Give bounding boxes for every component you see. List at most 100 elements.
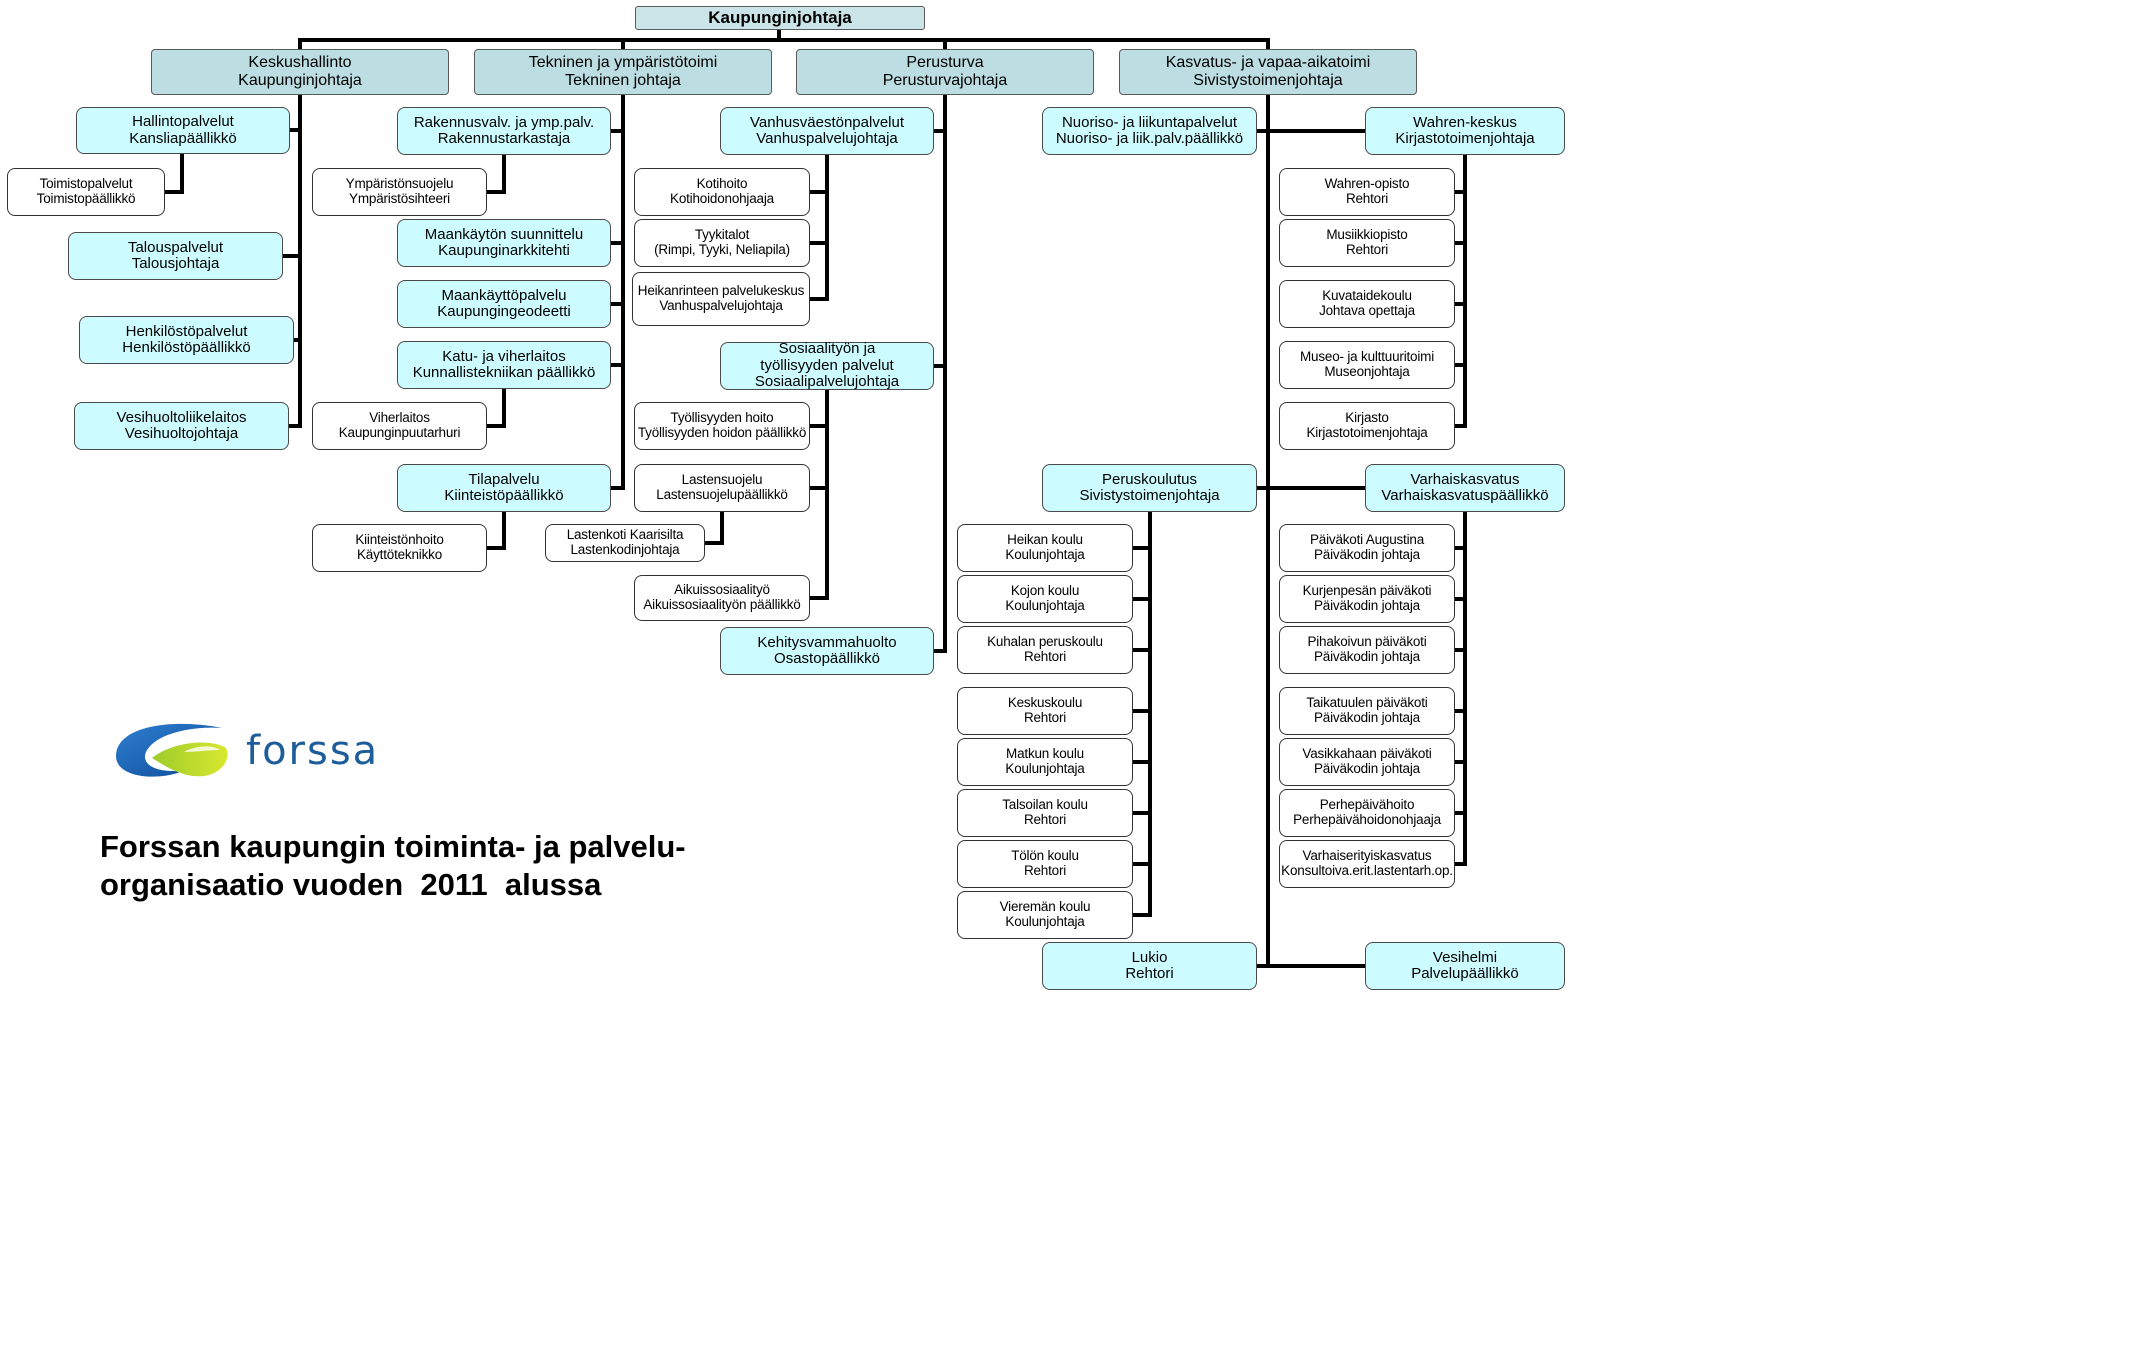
unit-role: Perhepäivähoidonohjaaja — [1293, 812, 1441, 827]
unit-role: Rehtori — [1125, 965, 1174, 982]
unit-role: Talousjohtaja — [131, 255, 220, 272]
unit-role: Rehtori — [1023, 863, 1067, 878]
unit-name: Musiikkiopisto — [1326, 227, 1408, 243]
unit-role: Ympäristösihteeri — [349, 191, 450, 206]
unit-role: Kiinteistöpäällikkö — [444, 487, 564, 504]
unit-name: Kiinteistönhoito — [355, 532, 444, 548]
unit-name: Toimistopalvelut — [39, 176, 133, 192]
unit-name: Viherlaitos — [369, 410, 430, 426]
unit-name: Nuoriso- ja liikuntapalvelut — [1061, 113, 1238, 131]
unit-role: Rehtori — [1345, 191, 1389, 206]
unit-name: Vanhusväestönpalvelut — [750, 113, 904, 131]
unit-name: Heikanrinteen palvelukeskus — [637, 283, 805, 299]
unit-name: Sosiaalityön ja — [778, 340, 876, 358]
org-box-rakennusvalv-ja-ymp-palv: Rakennusvalv. ja ymp.palv.Rakennustarkas… — [397, 107, 611, 155]
unit-role: Rakennustarkastaja — [437, 130, 571, 147]
unit-role: Koulunjohtaja — [1005, 761, 1085, 776]
org-box-tyykitalot: Tyykitalot(Rimpi, Tyyki, Neliapila) — [634, 219, 810, 267]
unit-role: Perusturvajohtaja — [882, 72, 1008, 89]
unit-role: Käyttöteknikko — [357, 547, 442, 562]
forssa-logo: forssa — [112, 712, 402, 796]
unit-role: Kotihoidonohjaaja — [670, 191, 774, 206]
unit-name: Kuhalan peruskoulu — [987, 634, 1103, 650]
unit-name: Kehitysvammahuolto — [757, 633, 897, 651]
unit-role: Päiväkodin johtaja — [1314, 710, 1420, 725]
unit-name: Keskuskoulu — [1007, 695, 1083, 711]
unit-role: Museonjohtaja — [1324, 364, 1410, 379]
unit-name: Lastensuojelu — [681, 472, 763, 488]
unit-role: Päiväkodin johtaja — [1314, 598, 1420, 613]
unit-name: Talouspalvelut — [127, 238, 224, 256]
unit-name: Tölön koulu — [1011, 848, 1079, 864]
unit-role: Koulunjohtaja — [1005, 914, 1085, 929]
unit-role: Rehtori — [1023, 710, 1067, 725]
unit-role: Vesihuoltojohtaja — [124, 425, 239, 442]
unit-role: Lastensuojelupäällikkö — [656, 487, 788, 502]
forssa-logo-mark: forssa — [116, 723, 379, 777]
unit-name: Vasikkahaan päiväkoti — [1302, 746, 1432, 762]
unit-name: Tilapalvelu — [468, 470, 540, 488]
unit-role: Päiväkodin johtaja — [1314, 547, 1420, 562]
unit-role: Kirjastotoimenjohtaja — [1306, 425, 1428, 440]
unit-name: Lastenkoti Kaarisilta — [566, 527, 684, 543]
unit-role: Koulunjohtaja — [1005, 598, 1085, 613]
unit-name: Vieremän koulu — [999, 899, 1091, 915]
unit-role: Työllisyyden hoidon päällikkö — [637, 425, 807, 440]
unit-role: Koulunjohtaja — [1005, 547, 1085, 562]
unit-name: Tyykitalot — [694, 227, 750, 243]
unit-name: Työllisyyden hoito — [670, 410, 774, 426]
unit-role: Rehtori — [1023, 812, 1067, 827]
unit-role: Henkilöstöpäällikkö — [122, 339, 251, 356]
unit-role: Sivistystoimenjohtaja — [1193, 72, 1343, 89]
unit-name: Maankäyttöpalvelu — [441, 286, 567, 304]
unit-name: Matkun koulu — [1006, 746, 1084, 762]
unit-role: Kaupungingeodeetti — [437, 303, 571, 320]
unit-role: Johtava opettaja — [1319, 303, 1415, 318]
unit-role: Päiväkodin johtaja — [1314, 761, 1420, 776]
logo-wordmark: forssa — [246, 728, 379, 774]
unit-role: Vanhuspalvelujohtaja — [659, 298, 783, 313]
unit-role: Kaupunginjohtaja — [238, 72, 362, 89]
unit-name: Maankäytön suunnittelu — [424, 225, 584, 243]
unit-name: Vesihuoltoliikelaitos — [116, 408, 247, 426]
unit-name: Perhepäivähoito — [1319, 797, 1415, 813]
unit-name: Kojon koulu — [1010, 583, 1080, 599]
unit-role: Vanhuspalvelujohtaja — [756, 130, 898, 147]
unit-role: Päiväkodin johtaja — [1314, 649, 1420, 664]
unit-role: Kansliapäällikkö — [129, 129, 237, 147]
unit-name: Kotihoito — [696, 176, 748, 192]
unit-name: Varhaiserityiskasvatus — [1302, 848, 1432, 864]
unit-role: Kunnallistekniikan päällikkö — [412, 364, 596, 381]
unit-name: Henkilöstöpalvelut — [125, 322, 248, 340]
unit-role: Aikuissosiaalityön päällikkö — [643, 597, 801, 612]
unit-name: Lukio — [1131, 948, 1168, 966]
